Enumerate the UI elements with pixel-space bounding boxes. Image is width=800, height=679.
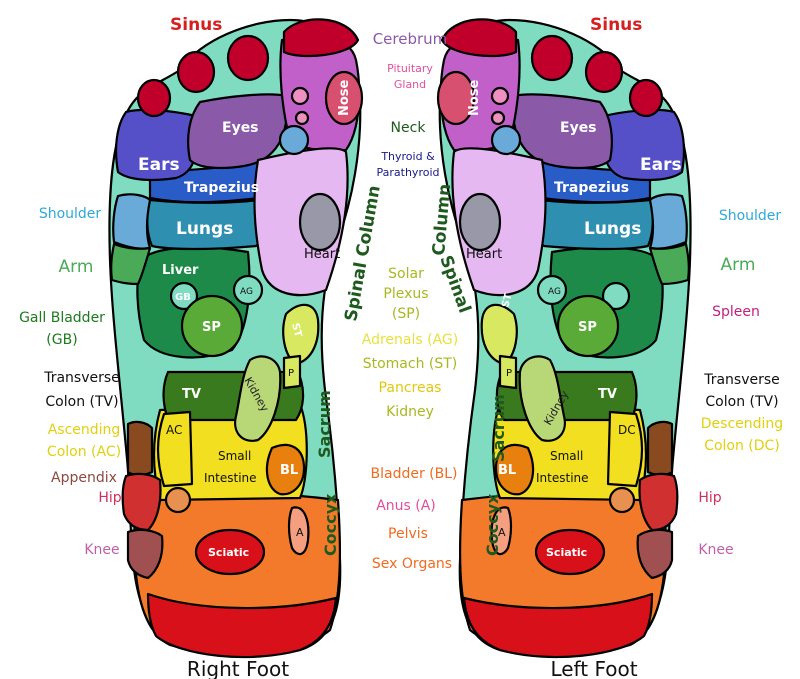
ag-label-left: AG <box>548 287 561 297</box>
spleen-label: Spleen <box>712 304 760 320</box>
sp-label: SP <box>202 320 221 335</box>
ac-label: AC <box>166 423 182 437</box>
sinus-label-right: Sinus <box>170 15 222 35</box>
ascending-label-2: Colon (AC) <box>47 444 121 460</box>
gb-label: GB <box>175 292 191 303</box>
arm-label-l: Arm <box>721 255 756 275</box>
tv-label-left: TV <box>598 387 617 402</box>
shoulder-label-l: Shoulder <box>719 208 782 224</box>
sacrum-label: Sacrum <box>315 390 334 458</box>
descending-label-2: Colon (DC) <box>704 438 780 454</box>
coccyx-label-left: Coccyx <box>483 493 502 556</box>
ears-label-left: Ears <box>640 155 682 175</box>
hip-label-l: Hip <box>698 490 721 506</box>
sex-organs-label: Sex Organs <box>372 556 452 572</box>
p-label: P <box>288 368 294 379</box>
anus-label: Anus (A) <box>376 498 436 514</box>
eyes-label-left: Eyes <box>560 120 597 136</box>
small-intestine-label-1: Small <box>218 449 251 463</box>
bl-label-left: BL <box>498 463 516 478</box>
bladder-label: Bladder (BL) <box>371 466 458 482</box>
heart-label: Heart <box>304 247 340 262</box>
hip-label-r: Hip <box>98 490 121 506</box>
gall-bladder-label-2: (GB) <box>46 332 77 348</box>
lungs-label: Lungs <box>176 219 233 239</box>
ears-label: Ears <box>138 155 180 175</box>
a-label: A <box>296 526 304 539</box>
adrenals-label: Adrenals (AG) <box>362 332 458 348</box>
pituitary-label-1: Pituitary <box>387 62 433 75</box>
shoulder-label-r: Shoulder <box>39 206 102 222</box>
liver-label: Liver <box>162 263 199 278</box>
right-foot <box>109 19 362 657</box>
bl-label: BL <box>280 463 298 478</box>
solar-label-2: Plexus <box>383 286 428 302</box>
knee-label-l: Knee <box>698 542 733 558</box>
cerebrum-label: Cerebrum <box>373 30 448 48</box>
nose-label: Nose <box>337 79 352 116</box>
kidney-center-label: Kidney <box>386 404 434 420</box>
ascending-label-1: Ascending <box>48 422 121 438</box>
nose-label-left: Nose <box>467 79 482 116</box>
sacrum-label-left: Sacrum <box>489 394 508 462</box>
column-label-left: Column <box>429 183 455 256</box>
right-foot-caption: Right Foot <box>187 657 289 679</box>
appendix-label: Appendix <box>51 470 117 486</box>
transverse-label-r2: Colon (TV) <box>45 394 118 410</box>
right-side-labels: Shoulder Arm Gall Bladder (GB) Transvers… <box>19 206 122 558</box>
pancreas-label: Pancreas <box>379 380 442 396</box>
ag-label: AG <box>240 287 253 297</box>
trapezius-label-left: Trapezius <box>554 180 629 196</box>
neck-label: Neck <box>391 120 427 136</box>
lungs-label-left: Lungs <box>584 219 641 239</box>
thyroid-label-2: Parathyroid <box>377 166 440 179</box>
dc-label-left: DC <box>618 423 636 437</box>
tv-label: TV <box>182 387 201 402</box>
coccyx-label: Coccyx <box>321 493 340 556</box>
small-intestine-left-1: Small <box>550 449 583 463</box>
eyes-label: Eyes <box>222 120 259 136</box>
gall-bladder-label-1: Gall Bladder <box>19 310 105 326</box>
thyroid-label-1: Thyroid & <box>380 150 435 163</box>
stomach-label: Stomach (ST) <box>363 356 458 372</box>
knee-label-r: Knee <box>84 542 119 558</box>
transverse-label-l1: Transverse <box>703 372 780 388</box>
sinus-label-left: Sinus <box>590 15 642 35</box>
p-label-left: P <box>506 368 512 379</box>
transverse-label-r1: Transverse <box>43 370 120 386</box>
trapezius-label: Trapezius <box>184 180 259 196</box>
pituitary-label-2: Gland <box>394 78 426 91</box>
small-intestine-left-2: Intestine <box>536 471 589 485</box>
left-side-labels: Shoulder Arm Spleen Transverse Colon (TV… <box>698 208 783 558</box>
sp-label-left: SP <box>578 320 597 335</box>
pelvis-label: Pelvis <box>388 526 428 542</box>
descending-label-1: Descending <box>701 416 783 432</box>
sciatic-label-left: Sciatic <box>546 546 587 559</box>
solar-label-1: Solar <box>388 266 424 282</box>
small-intestine-label-2: Intestine <box>204 471 257 485</box>
solar-label-3: (SP) <box>392 306 420 322</box>
arm-label-r: Arm <box>59 257 94 277</box>
sciatic-label: Sciatic <box>208 546 249 559</box>
transverse-label-l2: Colon (TV) <box>705 394 778 410</box>
heart-label-left: Heart <box>466 247 502 262</box>
left-foot-caption: Left Foot <box>550 657 637 679</box>
